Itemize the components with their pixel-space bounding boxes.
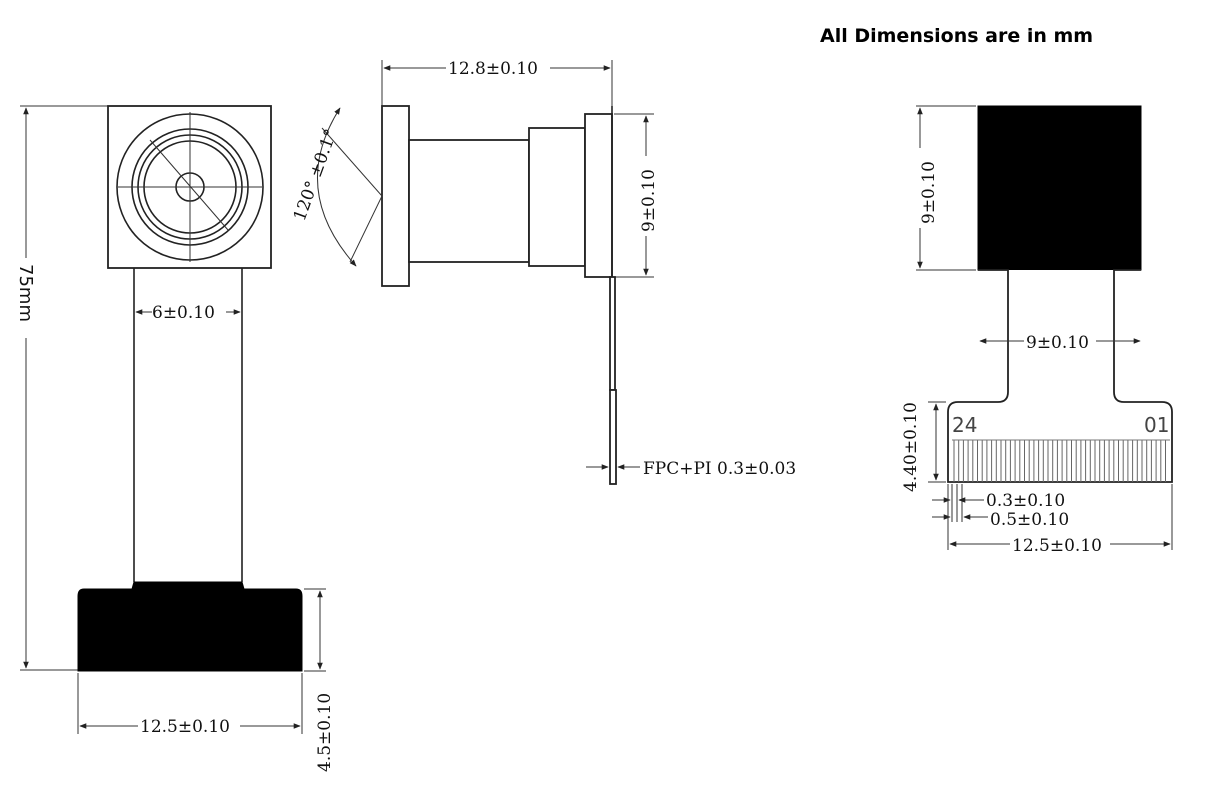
lens-front-flange xyxy=(381,105,410,287)
side-view: 12.8±0.10 120° ±0.1° 9±0.10 FPC+PI 0.3±0… xyxy=(290,59,796,485)
tail-height-label: 4.40±0.10 xyxy=(901,402,921,492)
pin-first-label: 24 xyxy=(952,413,977,437)
pin-last-label: 01 xyxy=(1144,413,1169,437)
connector-view: 9±0.10 9±0.10 24 01 4.40±0.10 0.3±0.10 0… xyxy=(901,105,1173,556)
fpc-strip-lower xyxy=(609,389,617,485)
lens-barrel-side xyxy=(408,139,530,263)
connector-height-label: 4.5±0.10 xyxy=(315,693,335,772)
lens-length-label: 12.8±0.10 xyxy=(448,59,538,79)
fov-ray-bottom xyxy=(349,195,383,263)
sensor-board-side xyxy=(584,113,613,278)
fpc-thickness-label: FPC+PI 0.3±0.03 xyxy=(643,459,796,479)
front-view: 75mm 6±0.10 12.5±0.10 4.5±0.10 xyxy=(15,105,335,772)
sensor-block xyxy=(977,105,1142,271)
fov-arc xyxy=(316,107,357,267)
fov-label: 120° ±0.1° xyxy=(290,127,342,224)
sensor-height-label: 9±0.10 xyxy=(919,161,939,224)
lens-holder-side xyxy=(528,127,586,267)
units-note: All Dimensions are in mm xyxy=(820,25,1093,47)
fpc-tail-outline xyxy=(947,269,1173,483)
pin-width-label: 0.3±0.10 xyxy=(986,491,1065,511)
overall-length-label: 75mm xyxy=(15,264,36,322)
pin-contacts xyxy=(952,439,1170,482)
neck-width-label: 9±0.10 xyxy=(1026,333,1089,353)
module-height-label: 9±0.10 xyxy=(639,169,659,232)
fpc-strip-upper xyxy=(609,276,616,391)
flex-width-label: 6±0.10 xyxy=(152,303,215,323)
connector-width-label: 12.5±0.10 xyxy=(140,717,230,737)
tail-width-label: 12.5±0.10 xyxy=(1012,536,1102,556)
pin-pitch-label: 0.5±0.10 xyxy=(990,510,1069,530)
lens-diag xyxy=(149,139,229,231)
connector-block xyxy=(77,581,303,672)
